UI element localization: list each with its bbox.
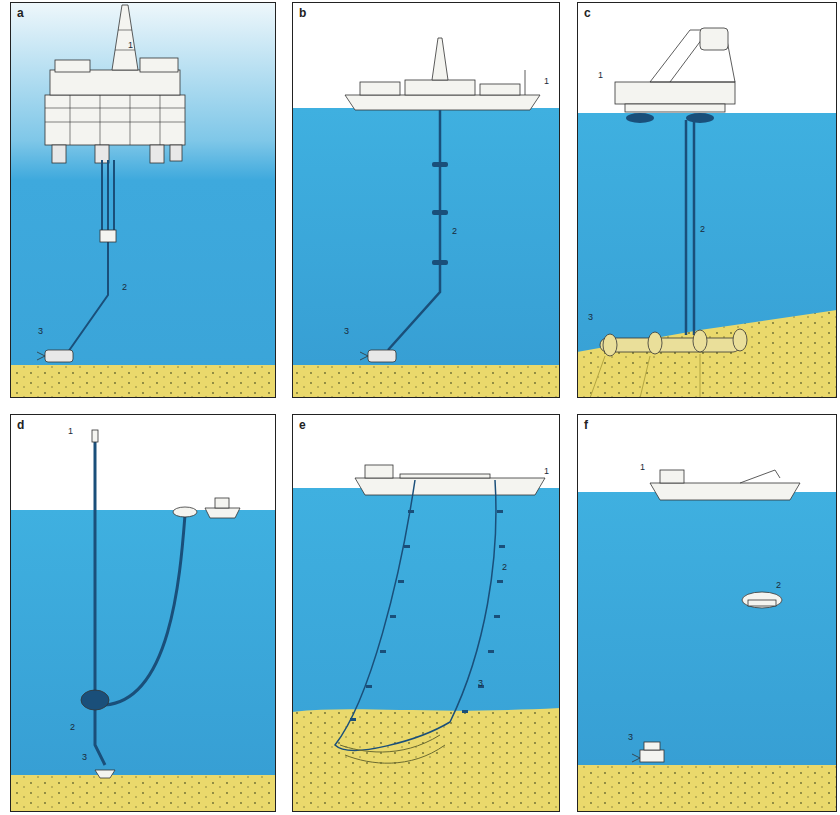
callout-number: 1 <box>68 426 73 436</box>
callout-number: 2 <box>70 722 75 732</box>
panel-frame: c <box>577 2 837 398</box>
callout-number: 2 <box>502 562 507 572</box>
panel-frame: d <box>10 414 276 812</box>
callout-number: 3 <box>38 326 43 336</box>
callout-number: 3 <box>628 732 633 742</box>
callout-number: 3 <box>344 326 349 336</box>
callout-number: 1 <box>128 40 133 50</box>
callout-number: 1 <box>640 462 645 472</box>
callout-number: 3 <box>478 678 483 688</box>
panel-c-art <box>577 2 837 398</box>
callout-number: 2 <box>776 580 781 590</box>
panel-b-art <box>292 2 560 398</box>
panel-f-art <box>577 414 837 812</box>
panel-letter: e <box>299 418 306 432</box>
panel-a-art <box>10 2 276 398</box>
panel-letter: c <box>584 6 591 20</box>
callout-number: 2 <box>452 226 457 236</box>
panel-frame: e <box>292 414 560 812</box>
callout-number: 1 <box>544 76 549 86</box>
panel-frame: b <box>292 2 560 398</box>
panel-frame: a <box>10 2 276 398</box>
panel-letter: f <box>584 418 588 432</box>
panel-frame: f <box>577 414 837 812</box>
callout-number: 2 <box>122 282 127 292</box>
panel-letter: b <box>299 6 306 20</box>
callout-number: 1 <box>598 70 603 80</box>
panel-letter: a <box>17 6 24 20</box>
panel-letter: d <box>17 418 24 432</box>
callout-number: 2 <box>700 224 705 234</box>
callout-number: 3 <box>82 752 87 762</box>
callout-number: 3 <box>588 312 593 322</box>
panel-d-art <box>10 414 276 812</box>
panel-e-art <box>292 414 560 812</box>
callout-number: 1 <box>544 466 549 476</box>
